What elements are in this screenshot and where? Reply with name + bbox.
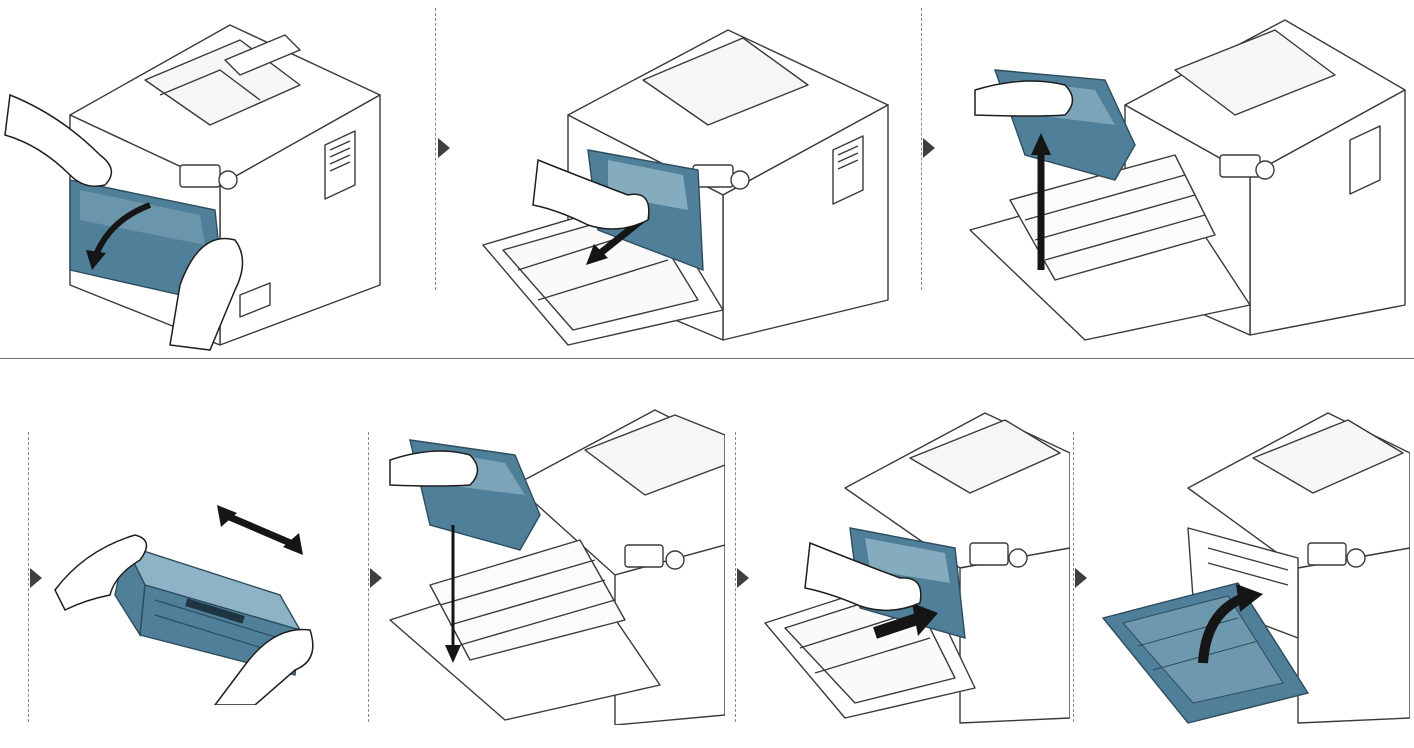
step-close-front-cover [1098,398,1410,728]
hand-icon [804,541,922,612]
hand-icon [389,450,479,487]
step-open-front-cover [0,5,400,355]
lift-cartridge-icon [969,19,1406,341]
chevron-right-icon [370,568,382,588]
hand-icon [532,158,650,230]
straight-in-arrow-icon [873,612,922,639]
hand-icon [974,80,1074,117]
chevron-right-icon [737,568,749,588]
step-divider [921,8,922,290]
printer-cover-open-icon [4,24,381,351]
shake-cartridge-icon [54,505,314,705]
step-divider [368,432,369,722]
step-pull-out-cartridge-tray [478,10,898,355]
step-shake-new-cartridge [45,495,335,705]
step-divider [435,8,436,290]
chevron-right-icon [438,138,450,158]
pull-tray-icon [482,29,889,346]
insert-cartridge-icon [389,409,725,725]
step-insert-new-cartridge [385,395,725,725]
chevron-right-icon [30,568,42,588]
step-divider [1073,432,1074,722]
push-tray-icon [764,412,1070,724]
step-divider [735,432,736,722]
chevron-right-icon [1075,568,1087,588]
printer-cover-close-icon [1101,412,1410,724]
row-divider [0,358,1414,359]
step-lift-out-old-cartridge [965,5,1410,350]
chevron-right-icon [923,138,935,158]
double-headed-arrow-icon [223,511,297,549]
hand-icon [54,534,314,705]
curved-up-arrow-icon [1198,593,1246,664]
step-push-in-cartridge-tray [760,398,1070,728]
hand-icon [4,93,244,351]
curved-down-arrow-icon [93,202,152,257]
step-divider [28,432,29,722]
